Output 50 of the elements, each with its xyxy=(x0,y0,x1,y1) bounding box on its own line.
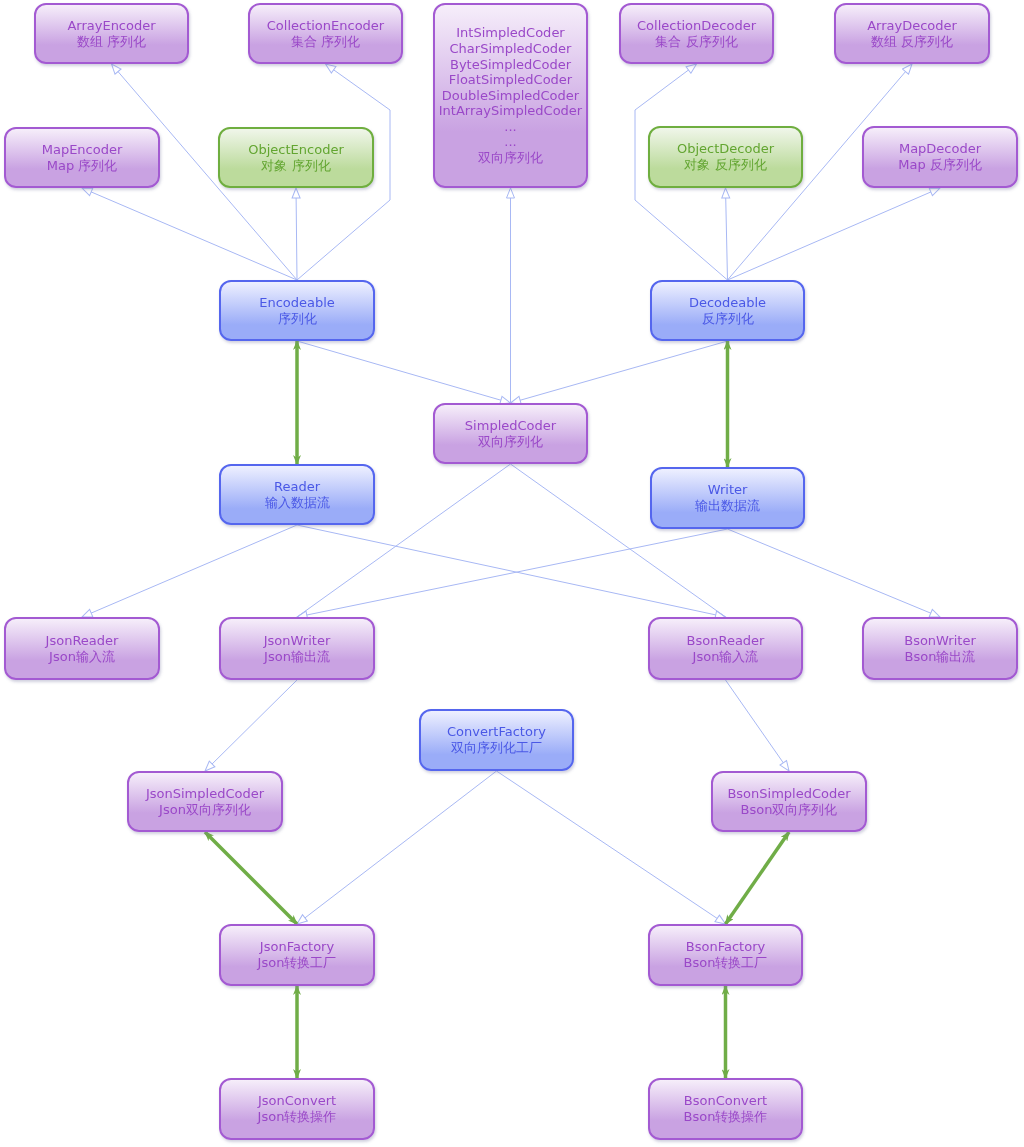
class-box: ConvertFactory 双向序列化工厂 xyxy=(419,709,574,771)
arrow xyxy=(634,63,728,281)
arrow xyxy=(296,770,497,925)
arrow xyxy=(293,985,301,1079)
arrow xyxy=(727,63,913,281)
arrow xyxy=(203,830,299,926)
arrow xyxy=(496,770,726,925)
class-box: SimpledCoder 双向序列化 xyxy=(433,403,588,464)
class-box: ObjectDecoder 对象 反序列化 xyxy=(648,126,803,188)
class-box: JsonConvert Json转换操作 xyxy=(219,1078,375,1140)
class-box: BsonFactory Bson转换工厂 xyxy=(648,924,803,986)
connector-line xyxy=(296,463,511,618)
class-box: BsonSimpledCoder Bson双向序列化 xyxy=(711,771,867,832)
arrow xyxy=(291,187,301,281)
arrow xyxy=(727,528,941,618)
class-box: BsonReader Json输入流 xyxy=(648,617,803,680)
arrow xyxy=(721,187,731,281)
connector-line xyxy=(510,463,726,618)
class-box: ObjectEncoder 对象 序列化 xyxy=(218,127,374,188)
class-box: MapDecoder Map 反序列化 xyxy=(862,126,1018,188)
class-box: BsonWriter Bson输出流 xyxy=(862,617,1018,680)
arrow xyxy=(111,63,298,281)
class-box: Writer 输出数据流 xyxy=(650,467,805,529)
class-box: JsonSimpledCoder Json双向序列化 xyxy=(127,771,283,832)
arrow xyxy=(721,985,730,1079)
arrow xyxy=(81,524,298,618)
arrow xyxy=(81,187,298,281)
class-box: JsonFactory Json转换工厂 xyxy=(219,924,375,986)
arrow xyxy=(724,831,791,925)
class-box: CollectionEncoder 集合 序列化 xyxy=(248,3,403,64)
arrow xyxy=(296,63,391,281)
arrow xyxy=(204,679,298,772)
class-box: Decodeable 反序列化 xyxy=(650,280,805,341)
class-box: CollectionDecoder 集合 反序列化 xyxy=(619,3,774,64)
arrow xyxy=(293,340,301,465)
arrow xyxy=(510,340,728,405)
class-box: ArrayDecoder 数组 反序列化 xyxy=(834,3,990,64)
arrow xyxy=(725,679,790,772)
class-box: Reader 输入数据流 xyxy=(219,464,375,525)
arrow xyxy=(506,187,515,404)
class-box: MapEncoder Map 序列化 xyxy=(4,127,160,188)
class-box: BsonConvert Bson转换操作 xyxy=(648,1078,803,1140)
arrow xyxy=(723,340,732,468)
arrow xyxy=(727,187,941,281)
class-box: IntSimpledCoder CharSimpledCoder ByteSimpledCoder FloatSimpledCoder DoubleSimpledCoder IntArraySimpledCoder ... ... 双向序列化 xyxy=(433,3,588,188)
class-box: Encodeable 序列化 xyxy=(219,280,375,341)
class-box: ArrayEncoder 数组 序列化 xyxy=(34,3,189,64)
class-box: JsonWriter Json输出流 xyxy=(219,617,375,680)
arrow xyxy=(296,340,511,405)
class-box: JsonReader Json输入流 xyxy=(4,617,160,680)
